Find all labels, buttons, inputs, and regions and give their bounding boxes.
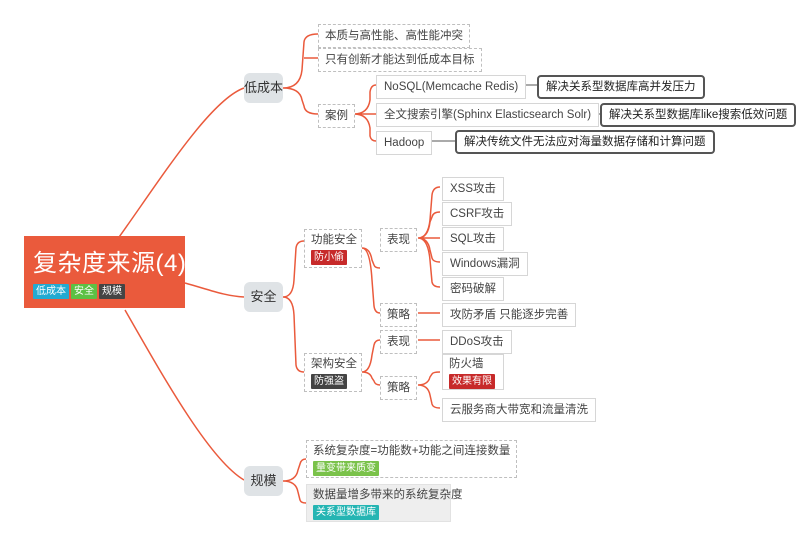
attack-ddos[interactable]: DDoS攻击 <box>442 330 512 354</box>
attack-xss[interactable]: XSS攻击 <box>442 177 505 201</box>
link-astrategy-bracket <box>417 371 441 409</box>
cost-item-1[interactable]: 本质与高性能、高性能冲突 <box>318 24 470 48</box>
root-topic[interactable]: 复杂度来源(4) 低成本安全规模 <box>24 236 187 308</box>
firewall-tag: 效果有限 <box>449 374 495 389</box>
root-tag-security: 安全 <box>71 284 97 299</box>
scale-item-2-tag: 关系型数据库 <box>313 505 379 520</box>
scale-item-1-label: 系统复杂度=功能数+功能之间连接数量 <box>313 445 511 457</box>
root-title: 复杂度来源(4) <box>33 250 187 277</box>
root-tag-scale: 规模 <box>99 284 125 299</box>
functional-strategy[interactable]: 策略 <box>380 303 417 327</box>
firewall-node[interactable]: 防火墙 效果有限 <box>442 354 504 390</box>
root-tags: 低成本安全规模 <box>33 284 177 299</box>
cloud-scrubbing[interactable]: 云服务商大带宽和流量清洗 <box>442 398 596 422</box>
scale-item-1[interactable]: 系统复杂度=功能数+功能之间连接数量 量变带来质变 <box>306 440 518 478</box>
link-root-security <box>184 282 245 298</box>
scale-item-2[interactable]: 数据量增多带来的系统复杂度 关系型数据库 <box>306 484 463 522</box>
link-functional-bracket <box>361 247 381 314</box>
attack-csrf[interactable]: CSRF攻击 <box>442 202 513 226</box>
case-search[interactable]: 全文搜索引擎(Sphinx Elasticsearch Solr) <box>376 103 600 127</box>
case-search-note[interactable]: 解决关系型数据库like搜索低效问题 <box>600 103 797 127</box>
link-cost-bracket <box>282 33 319 115</box>
architecture-strategy[interactable]: 策略 <box>380 376 417 400</box>
link-security-bracket <box>282 240 305 373</box>
case-nosql-note[interactable]: 解决关系型数据库高并发压力 <box>537 75 705 99</box>
case-hadoop-note[interactable]: 解决传统文件无法应对海量数据存储和计算问题 <box>455 130 715 154</box>
functional-security-tag: 防小偷 <box>311 250 347 265</box>
attack-sql[interactable]: SQL攻击 <box>442 227 505 251</box>
functional-security-label: 功能安全 <box>311 234 357 246</box>
attack-password[interactable]: 密码破解 <box>442 277 504 301</box>
firewall-label: 防火墙 <box>449 358 484 370</box>
case-nosql[interactable]: NoSQL(Memcache Redis) <box>376 75 527 99</box>
case-node[interactable]: 案例 <box>318 104 355 128</box>
link-case-bracket <box>353 84 377 142</box>
link-architecture-bracket <box>361 339 381 386</box>
link-scale-bracket <box>282 458 307 504</box>
scale-item-1-tag: 量变带来质变 <box>313 461 379 476</box>
link-manifest-bracket <box>417 186 441 288</box>
architecture-security-tag: 防强盗 <box>311 374 347 389</box>
architecture-manifest[interactable]: 表现 <box>380 330 417 354</box>
scale-item-2-label: 数据量增多带来的系统复杂度 <box>313 489 463 501</box>
root-tag-cost: 低成本 <box>33 284 69 299</box>
topic-scale[interactable]: 规模 <box>244 466 283 496</box>
topic-cost[interactable]: 低成本 <box>244 73 283 103</box>
functional-security[interactable]: 功能安全 防小偷 <box>304 229 362 268</box>
cost-item-2[interactable]: 只有创新才能达到低成本目标 <box>318 48 482 72</box>
topic-security[interactable]: 安全 <box>244 282 283 312</box>
functional-manifest[interactable]: 表现 <box>380 228 417 252</box>
attack-windows[interactable]: Windows漏洞 <box>442 252 528 276</box>
architecture-security-label: 架构安全 <box>311 358 357 370</box>
functional-strategy-item[interactable]: 攻防矛盾 只能逐步完善 <box>442 303 577 327</box>
link-root-scale <box>124 309 245 481</box>
case-hadoop[interactable]: Hadoop <box>376 131 433 155</box>
link-root-cost <box>116 87 245 241</box>
architecture-security[interactable]: 架构安全 防强盗 <box>304 353 362 392</box>
